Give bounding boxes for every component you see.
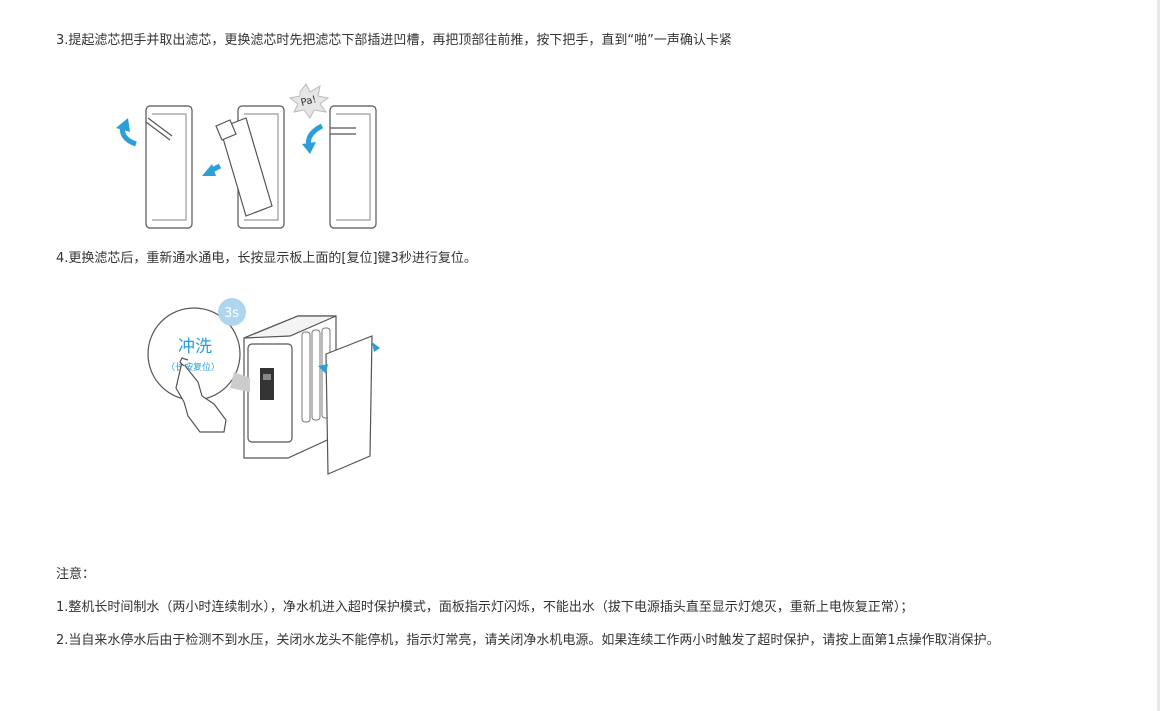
note-title: 注意： [56,567,96,582]
push-arrow-icon [302,123,324,154]
reset-illustration: 3s 冲洗 （长按复位） [147,298,380,475]
pressing-hand-icon [175,357,227,433]
pa-label: Pa! [300,94,318,109]
filter-housing-3 [329,105,377,229]
note-1-text: 1.整机长时间制水（两小时连续制水），净水机进入超时保护模式，面板指示灯闪烁，不… [56,600,914,615]
pa-burst-icon: Pa! [288,83,330,119]
curved-arrow-icon [116,118,137,147]
step-3-text: 3.提起滤芯把手并取出滤芯，更换滤芯时先把滤芯下部插进凹槽，再把顶部往前推，按下… [56,33,732,48]
filter-housing-1 [145,105,193,229]
side-door [325,335,373,475]
timer-label: 3s [224,306,239,321]
door-arrow-icon [318,342,380,374]
timer-badge: 3s [218,298,246,326]
flush-button-sublabel: （长按复位） [166,361,220,373]
right-divider [1157,0,1160,711]
step-4-text: 4.更换滤芯后，重新通水通电，长按显示板上面的[复位]键3秒进行复位。 [56,251,477,266]
note-2-text: 2.当自来水停水后由于检测不到水压，关闭水龙头不能停机，指示灯常亮，请关闭净水机… [56,633,1000,648]
flush-button-label: 冲洗 [178,337,212,357]
filter-cartridge [215,117,273,217]
display-panel [260,368,274,400]
filter-replacement-illustration: Pa! [116,83,377,229]
left-arrow-icon [202,163,222,176]
